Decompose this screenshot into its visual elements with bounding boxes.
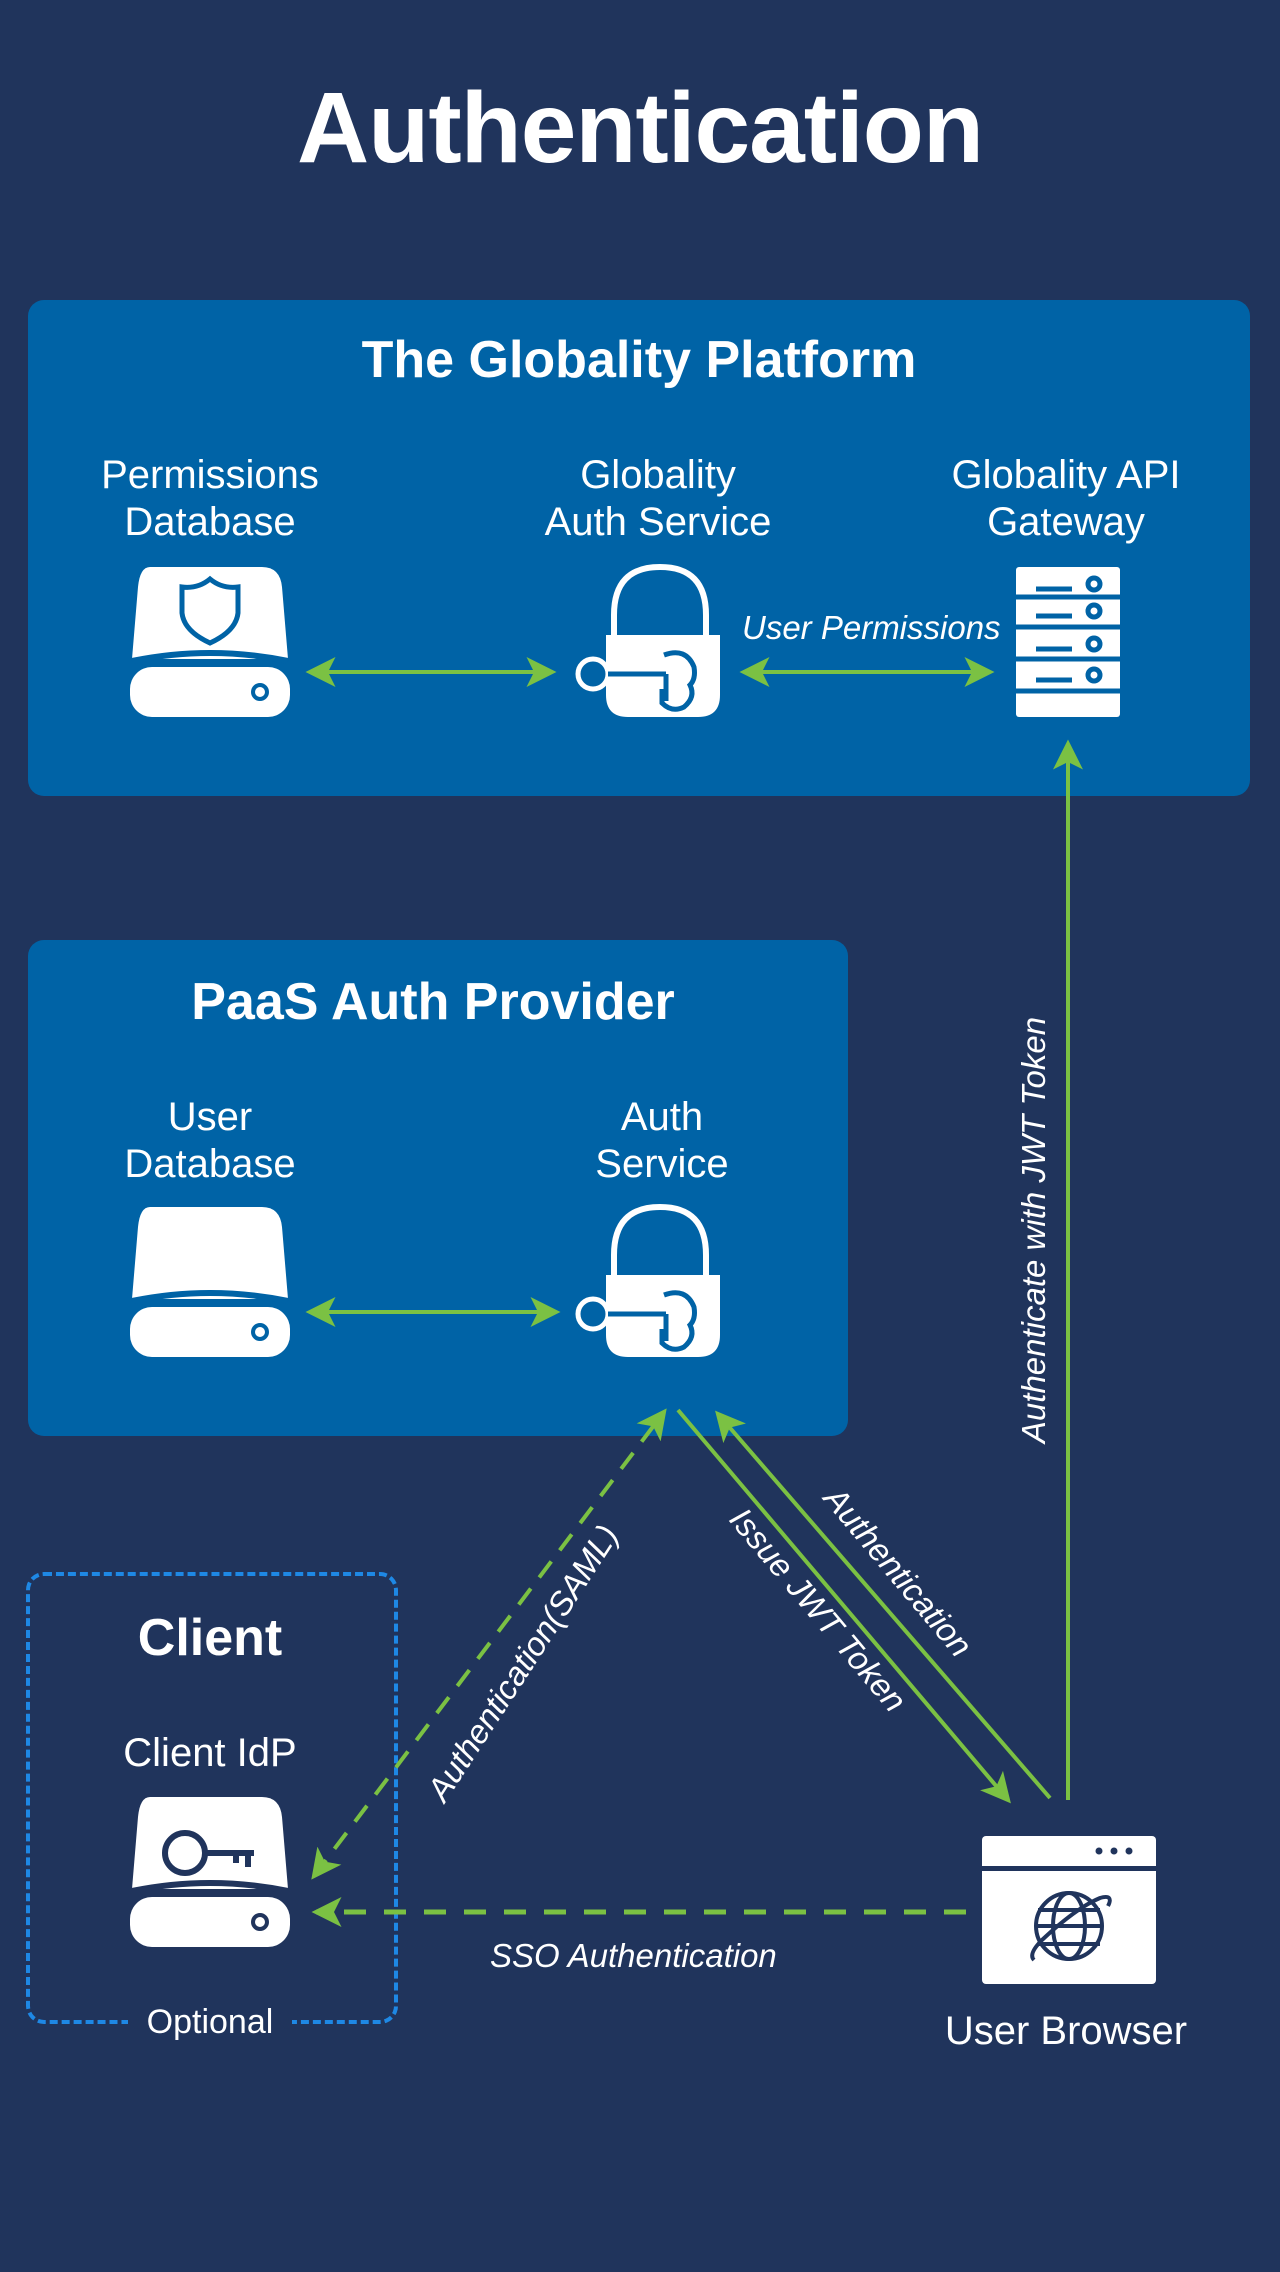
server-icon <box>1016 567 1120 717</box>
permissions-database-label: Permissions Database <box>101 453 319 544</box>
user-permissions-label: User Permissions <box>742 609 1001 646</box>
user-browser-label: User Browser <box>944 2009 1188 2053</box>
database-icon <box>130 1207 290 1357</box>
page-title: Authentication <box>297 72 984 184</box>
client-optional-label: Optional <box>128 2000 292 2044</box>
auth-service-label: Auth Service <box>595 1095 729 1186</box>
database-key-icon <box>130 1797 290 1947</box>
sso-authentication-label: SSO Authentication <box>490 1937 777 1974</box>
database-shield-icon <box>130 567 290 717</box>
globality-platform-title: The Globality Platform <box>361 331 917 389</box>
arrow-issue-jwt <box>676 1408 1011 1804</box>
arrow-authentication <box>715 1410 1052 1800</box>
lock-key-icon <box>575 1203 720 1357</box>
globality-auth-service-label: Globality Auth Service <box>544 453 772 544</box>
client-title: Client <box>137 1609 283 1667</box>
lock-key-icon <box>575 563 720 717</box>
paas-auth-provider-title: PaaS Auth Provider <box>191 973 675 1031</box>
browser-globe-icon <box>982 1836 1156 1984</box>
globality-api-gateway-label: Globality API Gateway <box>951 453 1181 544</box>
client-idp-label: Client IdP <box>123 1731 297 1775</box>
arrow-saml <box>311 1408 667 1880</box>
user-database-label: User Database <box>124 1095 296 1186</box>
